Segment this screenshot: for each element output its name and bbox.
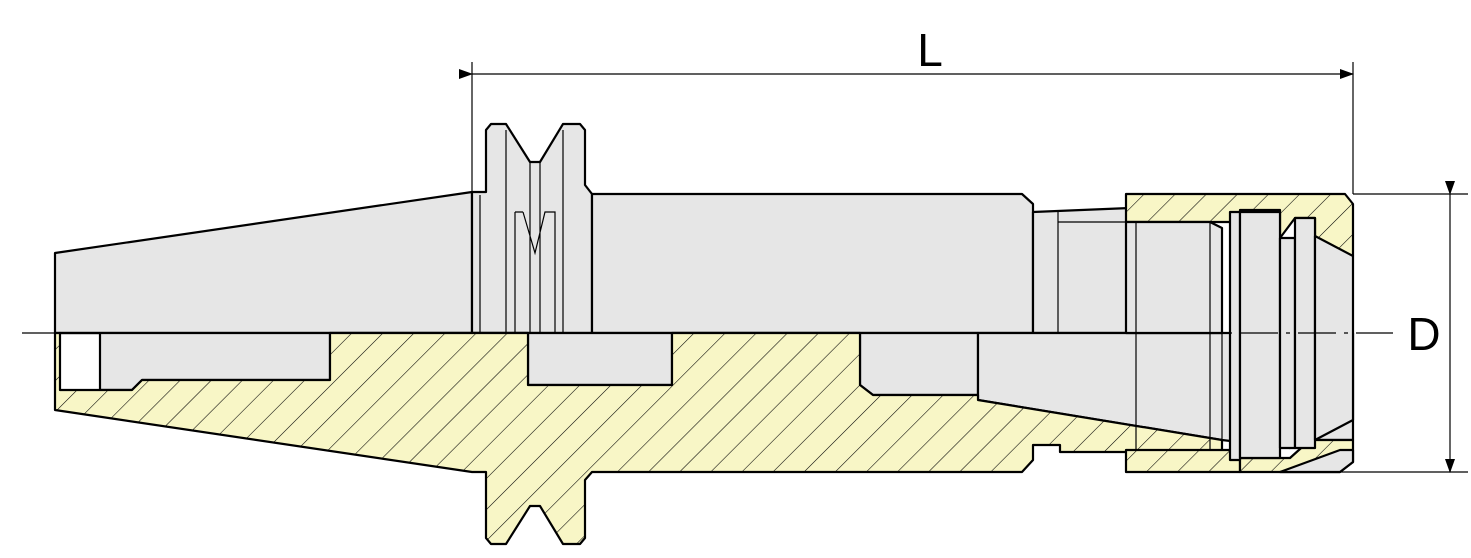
taper-upper <box>53 190 474 335</box>
length-label: L <box>917 24 943 76</box>
flange-upper <box>470 122 594 335</box>
holder-lower-half <box>53 331 1355 546</box>
diameter-label: D <box>1407 308 1440 360</box>
shank-upper <box>590 192 1035 335</box>
neck-upper <box>1031 206 1132 335</box>
clamping-nut-upper <box>1124 192 1355 462</box>
nut-lower <box>1124 448 1242 474</box>
dimension-diameter: D <box>1280 181 1468 473</box>
dimension-length: L <box>459 24 1354 194</box>
holder-upper-half <box>53 122 1222 335</box>
v-groove-upper <box>514 162 556 333</box>
